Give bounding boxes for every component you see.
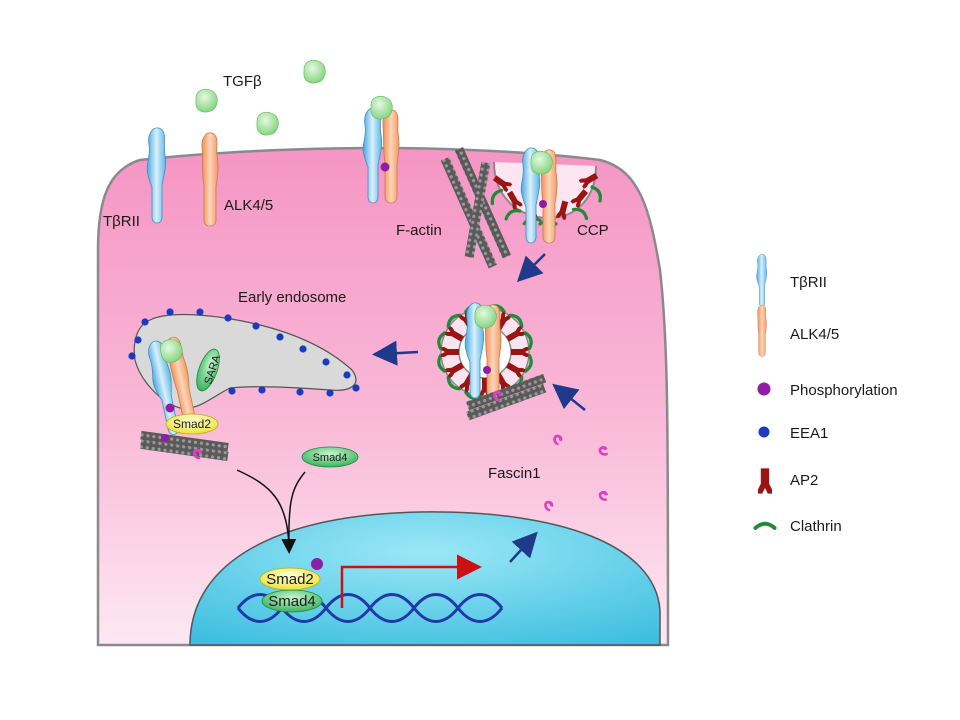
legend-item-tbrii: TβRII — [756, 253, 827, 307]
smad2-nuclear-label: Smad2 — [266, 571, 314, 588]
unbound-receptors: TβRII ALK4/5 — [103, 127, 273, 230]
clathrin-coated-vesicle — [435, 302, 547, 421]
smad4-free-label: Smad4 — [313, 452, 348, 464]
ccp-label: CCP — [577, 222, 609, 239]
fascin1-label: Fascin1 — [488, 465, 541, 482]
factin-label: F-actin — [396, 222, 442, 239]
alk45-label: ALK4/5 — [224, 197, 273, 214]
clathrin-icon — [753, 521, 777, 530]
bound-receptor-complex — [362, 95, 400, 204]
receptor-alk-icon — [201, 132, 219, 227]
legend-label-alk: ALK4/5 — [790, 326, 839, 343]
pathway-arrows — [236, 253, 586, 563]
legend-item-alk: ALK4/5 — [757, 304, 839, 357]
smad4-nuclear-label: Smad4 — [268, 593, 316, 610]
legend: TβRII ALK4/5 Phosphorylation EEA1 AP2 Cl… — [753, 253, 898, 535]
legend-item-eea1: EEA1 — [758, 425, 828, 442]
legend-item-phosphorylation: Phosphorylation — [757, 382, 898, 399]
transcription-arrow — [340, 554, 482, 608]
legend-label-eea1: EEA1 — [790, 425, 828, 442]
legend-label-phosphorylation: Phosphorylation — [790, 382, 898, 399]
legend-label-ap2: AP2 — [790, 472, 818, 489]
legend-label-tbrii: TβRII — [790, 274, 827, 291]
legend-label-clathrin: Clathrin — [790, 518, 842, 535]
clathrin-coated-pit: CCP — [487, 147, 609, 244]
eea1-icon — [758, 426, 770, 438]
tgfb-label: TGFβ — [223, 73, 262, 90]
f-actin-bundles: F-actin — [396, 146, 511, 269]
early-endosome: Early endosome SARA Smad2 — [128, 289, 360, 461]
legend-item-ap2: AP2 — [758, 468, 818, 494]
free-smad4: Smad4 — [301, 446, 359, 468]
smad4-nuclear — [261, 589, 323, 613]
phosphorylation-legend-icon — [757, 382, 771, 396]
smad2-endosome-label: Smad2 — [173, 417, 211, 431]
tbrii-label: TβRII — [103, 213, 140, 230]
nuclear-smad-complex: Smad2 Smad4 — [259, 558, 323, 613]
legend-item-clathrin: Clathrin — [753, 518, 842, 535]
ap2-icon — [758, 468, 772, 494]
nucleus: Smad2 Smad4 — [189, 511, 661, 646]
tgfb-ligands: TGFβ — [195, 59, 326, 136]
fascin1-free: Fascin1 — [488, 433, 611, 512]
phosphorylation-icon — [311, 558, 323, 570]
early-endosome-label: Early endosome — [238, 289, 346, 306]
